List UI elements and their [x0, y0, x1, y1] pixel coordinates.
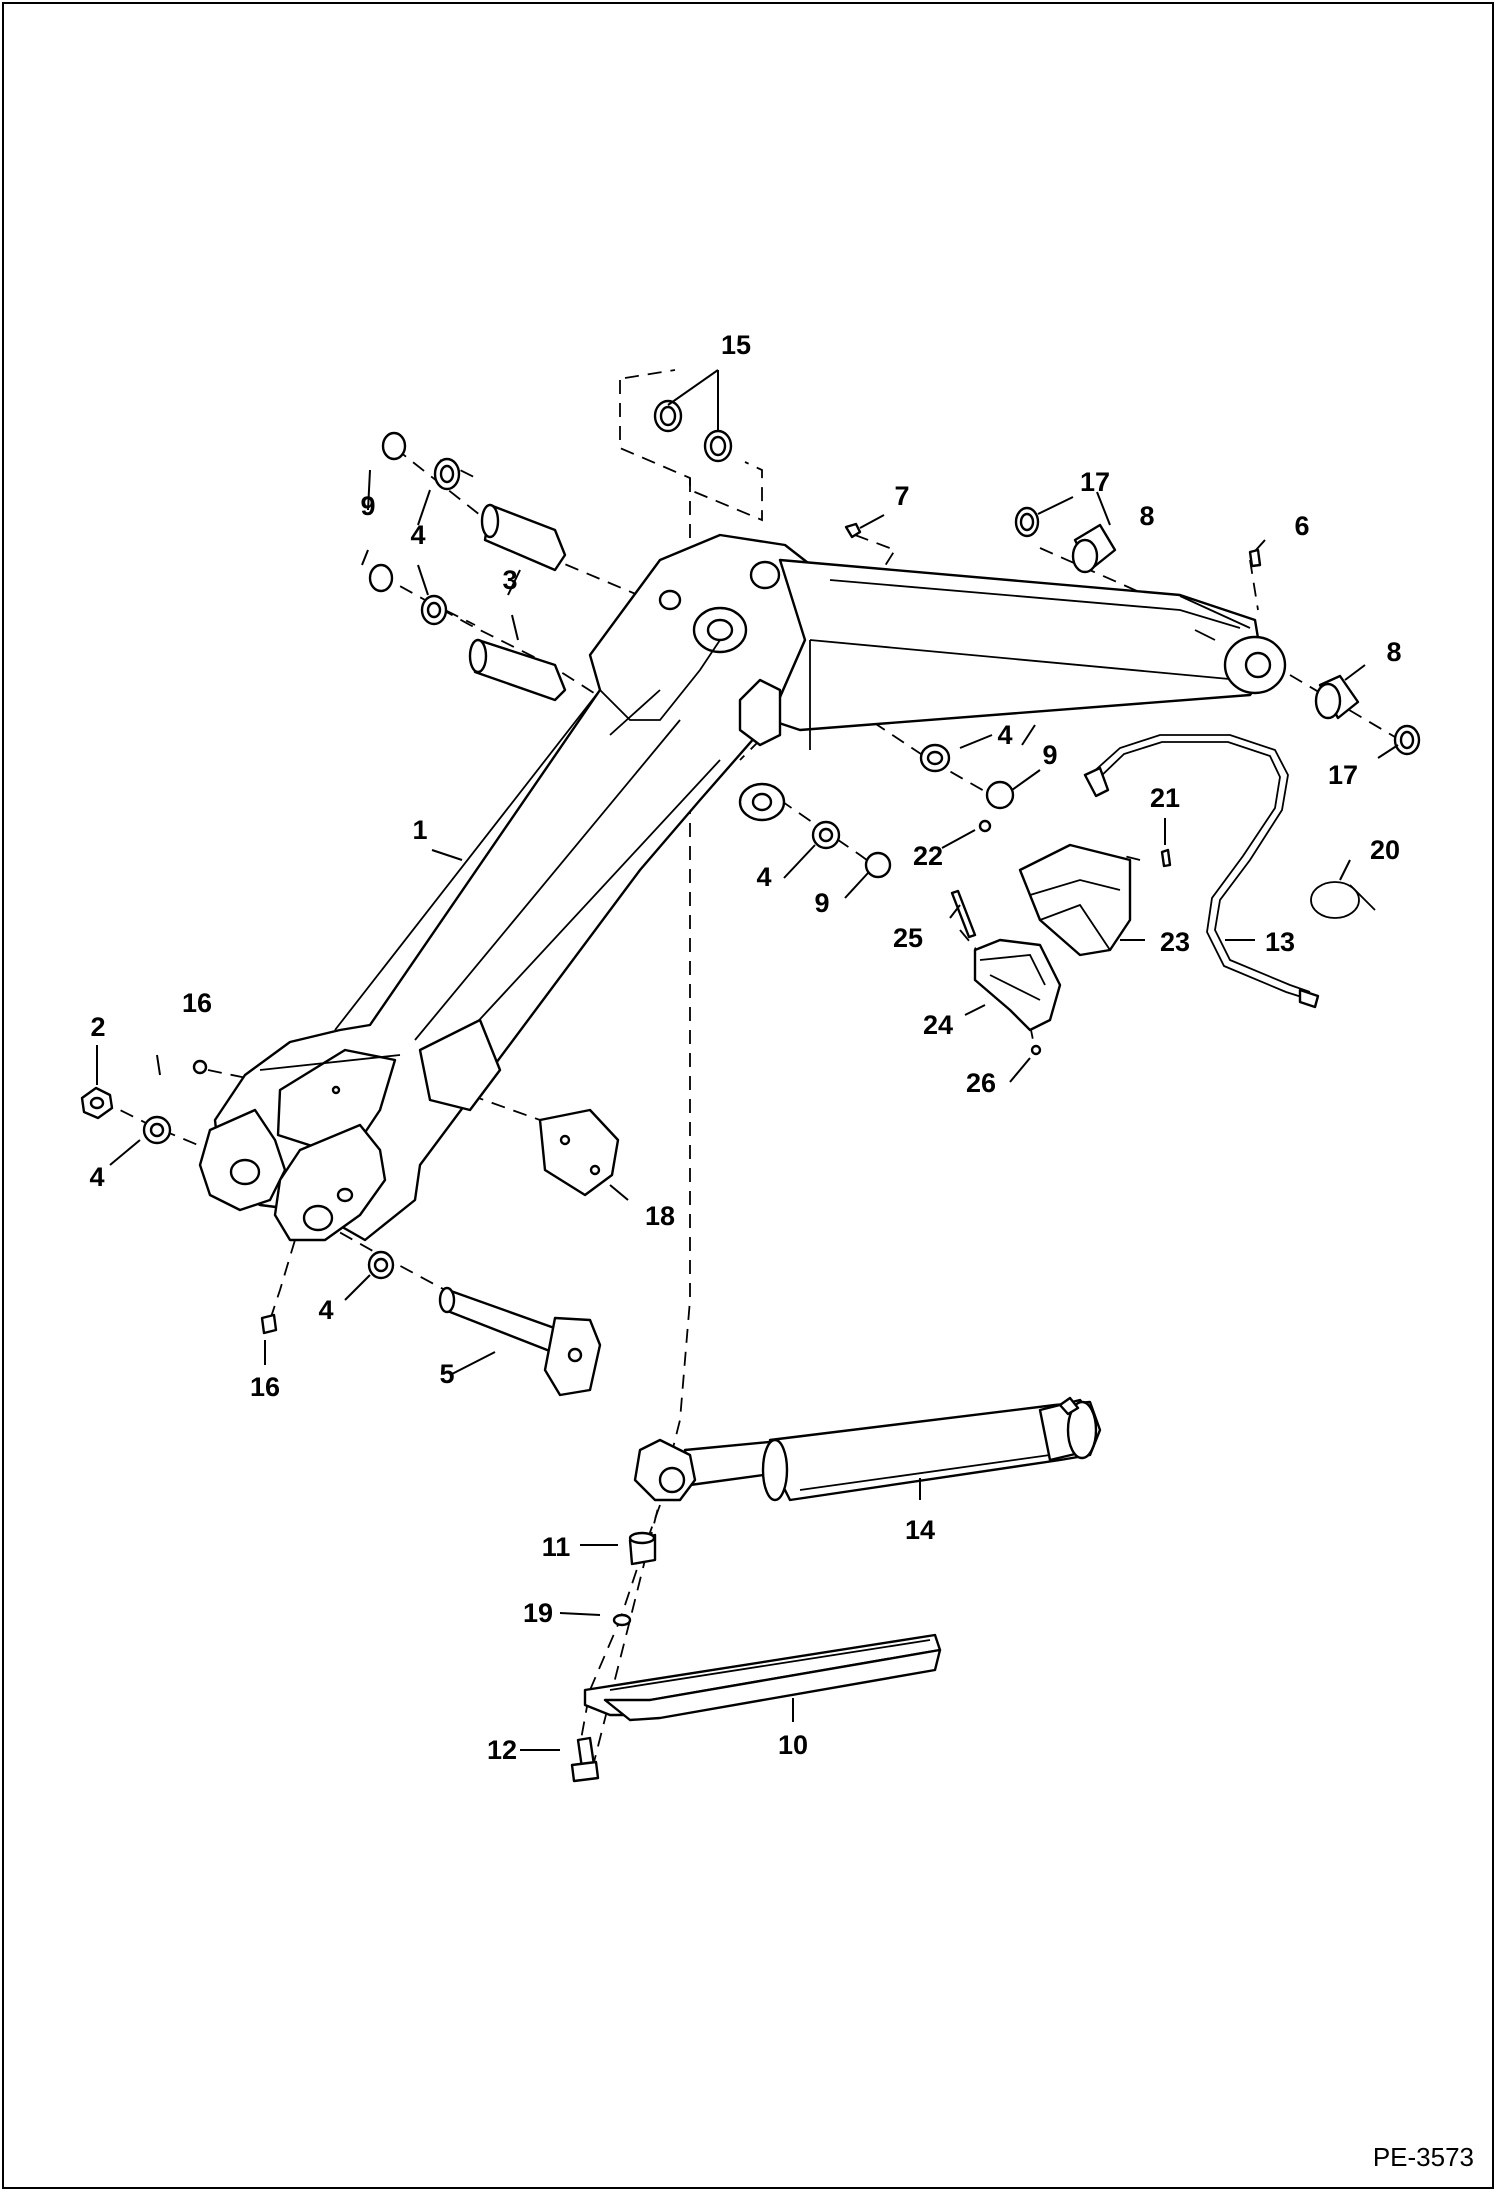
- callout-4: 4: [318, 1295, 333, 1325]
- callout-9: 9: [814, 888, 829, 918]
- callout-24: 24: [923, 1010, 953, 1040]
- callout-2: 2: [90, 1012, 105, 1042]
- callout-6: 6: [1294, 511, 1309, 541]
- pin-3: [468, 503, 567, 702]
- nut-7: [844, 522, 862, 539]
- light-housing-23: [1018, 843, 1132, 957]
- callout-9: 9: [360, 491, 375, 521]
- pin-5: [438, 1286, 602, 1397]
- wire-harness-13: [1083, 734, 1320, 1009]
- hydraulic-cylinder-14: [633, 1396, 1102, 1502]
- nut-26: [1030, 1044, 1042, 1056]
- callout-13: 13: [1265, 927, 1295, 957]
- callout-18: 18: [645, 1201, 675, 1231]
- callout-7: 7: [894, 481, 909, 511]
- callout-3: 3: [502, 565, 517, 595]
- callout-4: 4: [410, 520, 425, 550]
- callout-15: 15: [721, 330, 751, 360]
- o-ring-19: [612, 1613, 632, 1627]
- washer-4: [142, 457, 951, 1280]
- fitting-6: [1248, 548, 1262, 568]
- work-lamp-24: [973, 938, 1062, 1032]
- callout-25: 25: [893, 923, 923, 953]
- washer-22: [978, 819, 992, 833]
- bolt-25: [950, 889, 977, 939]
- callout-23: 23: [1160, 927, 1190, 957]
- cable-tie-20: [1310, 881, 1376, 919]
- guard-10: [583, 1633, 942, 1722]
- leader-lines: [96, 369, 1399, 1751]
- retaining-ring-9: [368, 431, 1015, 879]
- document-code: PE-3573: [1372, 2142, 1474, 2172]
- callout-21: 21: [1150, 783, 1180, 813]
- callout-19: 19: [523, 1598, 553, 1628]
- callout-5: 5: [439, 1359, 454, 1389]
- callout-20: 20: [1370, 835, 1400, 865]
- callout-11: 11: [542, 1532, 571, 1562]
- callout-17: 17: [1328, 760, 1358, 790]
- callout-labels: 15 7 17 8 6 8 17 9 4 3 4 9 21 20 22 4 9 …: [89, 330, 1401, 1765]
- callout-17: 17: [1080, 467, 1110, 497]
- callout-26: 26: [966, 1068, 996, 1098]
- washer-15: [653, 399, 733, 463]
- callout-4: 4: [997, 720, 1012, 750]
- callout-8: 8: [1386, 637, 1401, 667]
- bushing-11: [628, 1531, 657, 1566]
- callout-4: 4: [89, 1162, 104, 1192]
- callout-1: 1: [412, 815, 427, 845]
- callout-8: 8: [1139, 501, 1154, 531]
- boom-arm-1: [198, 533, 1287, 1242]
- callout-16: 16: [182, 988, 212, 1018]
- callout-14: 14: [905, 1515, 935, 1545]
- callout-22: 22: [913, 841, 943, 871]
- fitting-16: [192, 1059, 278, 1335]
- screw-21: [1160, 848, 1172, 868]
- callout-4: 4: [756, 862, 771, 892]
- callout-9: 9: [1042, 740, 1057, 770]
- bolt-12: [570, 1736, 600, 1783]
- callout-12: 12: [487, 1735, 517, 1765]
- nut-2: [80, 1086, 114, 1120]
- callout-16: 16: [250, 1372, 280, 1402]
- plate-18: [538, 1108, 620, 1197]
- callout-10: 10: [778, 1730, 808, 1760]
- ring-17: [1014, 506, 1421, 756]
- bushing-8: [1071, 523, 1360, 720]
